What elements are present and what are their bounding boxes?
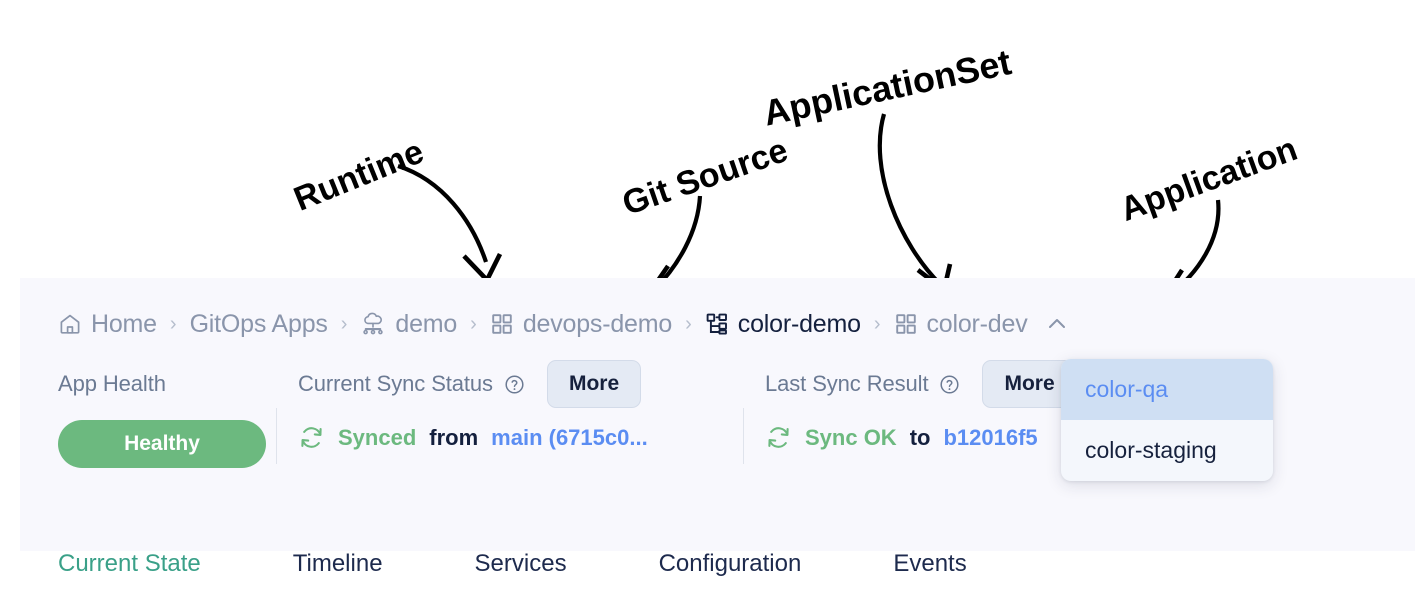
status-badge-healthy: Healthy (58, 420, 266, 468)
current-sync-body: Synced from main (6715c0... (298, 424, 743, 451)
breadcrumb-label-devops-demo: devops-demo (522, 309, 673, 338)
current-sync-head: Current Sync Status More (298, 360, 743, 408)
breadcrumb-separator: › (685, 312, 692, 335)
help-circle-icon[interactable] (939, 374, 960, 395)
breadcrumb-separator: › (873, 312, 881, 335)
current-sync-preposition: from (429, 424, 479, 450)
breadcrumb-dropdown-menu: color-qa color-staging (1061, 359, 1273, 481)
last-sync-head: Last Sync Result More (765, 360, 1185, 408)
breadcrumb-separator: › (470, 312, 477, 335)
annotation-arrow-applicationset (877, 113, 953, 295)
breadcrumb-label-color-dev: color-dev (926, 309, 1028, 338)
current-sync-more-button[interactable]: More (546, 360, 642, 408)
last-sync-body: Sync OK to b12016f5 (765, 424, 1185, 451)
column-divider (276, 408, 277, 464)
last-sync-more-button[interactable]: More (982, 360, 1077, 408)
breadcrumb-label-color-demo: color-demo (737, 309, 861, 338)
breadcrumb-item-gitops-apps[interactable]: GitOps Apps (190, 310, 328, 339)
sync-icon (765, 424, 792, 451)
breadcrumb: Home › GitOps Apps › demo (58, 303, 1068, 345)
breadcrumb-label-gitops-apps: GitOps Apps (189, 309, 328, 338)
breadcrumb-item-devops-demo[interactable]: devops-demo (490, 310, 672, 339)
breadcrumb-label-demo: demo (395, 309, 458, 338)
home-icon (58, 312, 82, 336)
tab-events[interactable]: Events (893, 550, 967, 577)
breadcrumb-item-demo[interactable]: demo (360, 310, 457, 339)
current-sync-ref[interactable]: main (6715c0... (491, 424, 648, 450)
breadcrumb-item-color-demo[interactable]: color-demo (705, 310, 861, 339)
app-panel: Home › GitOps Apps › demo (20, 278, 1415, 613)
breadcrumb-separator: › (340, 312, 348, 335)
last-sync-preposition: to (909, 424, 931, 450)
tab-timeline[interactable]: Timeline (292, 550, 383, 577)
breadcrumb-item-home[interactable]: Home (58, 310, 157, 339)
tab-current-state[interactable]: Current State (58, 550, 201, 577)
tab-configuration[interactable]: Configuration (658, 550, 802, 577)
runtime-icon (360, 311, 386, 337)
current-sync-status: Synced (338, 424, 417, 450)
breadcrumb-separator: › (169, 312, 177, 335)
last-sync-ref[interactable]: b12016f5 (943, 424, 1038, 450)
dropdown-option-color-qa[interactable]: color-qa (1061, 359, 1273, 420)
app-health-block: App Health Healthy (58, 364, 276, 468)
grid-icon (490, 312, 514, 336)
last-sync-result-block: Last Sync Result More (765, 360, 1185, 451)
help-circle-icon[interactable] (504, 374, 525, 395)
app-health-label: App Health (58, 371, 166, 396)
breadcrumb-label-home: Home (91, 309, 157, 338)
hierarchy-icon (705, 312, 729, 336)
last-sync-status: Sync OK (805, 424, 897, 450)
current-sync-status-block: Current Sync Status More (298, 360, 743, 451)
annotation-arrow-runtime (397, 163, 503, 284)
current-sync-label: Current Sync Status (298, 371, 493, 396)
tab-bar: Current State Timeline Services Configur… (58, 550, 967, 578)
tab-services[interactable]: Services (474, 550, 567, 577)
last-sync-label: Last Sync Result (765, 371, 929, 396)
panel-bottom-strip (20, 551, 1415, 613)
dropdown-option-color-staging[interactable]: color-staging (1085, 437, 1217, 463)
chevron-up-icon[interactable] (1046, 313, 1068, 335)
breadcrumb-item-color-dev[interactable]: color-dev (894, 310, 1068, 339)
grid-icon (894, 312, 918, 336)
column-divider (743, 408, 744, 464)
sync-icon (298, 424, 325, 451)
